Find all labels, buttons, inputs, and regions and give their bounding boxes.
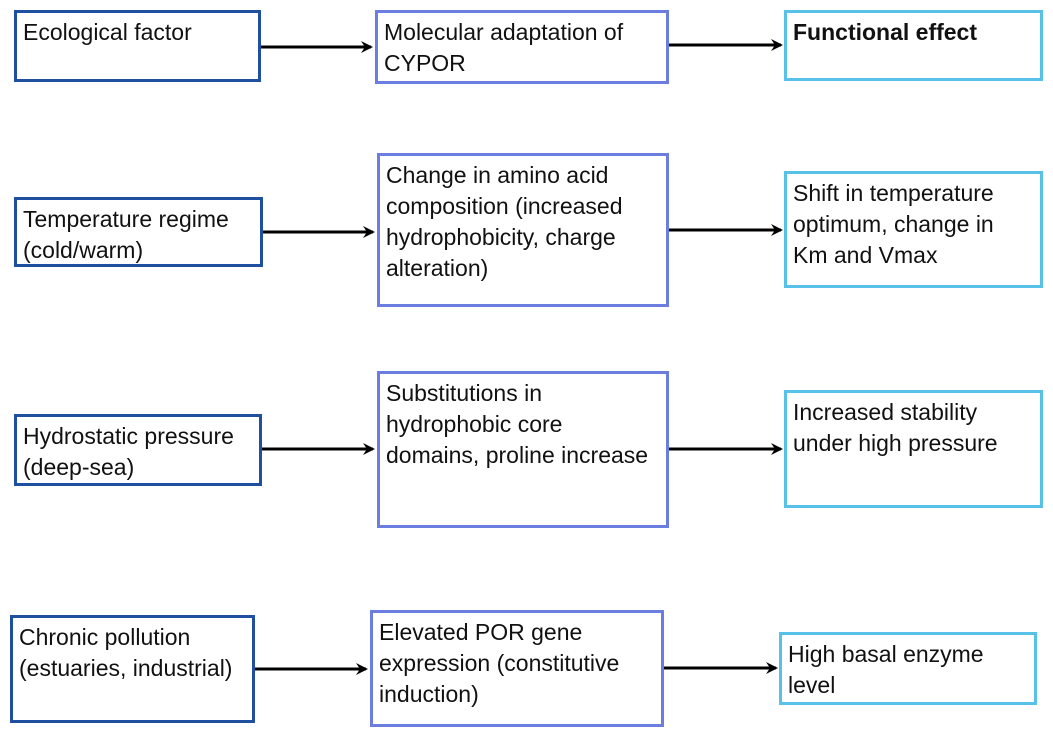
effect-text-2: Shift in temperature optimum, change in … [793,180,994,268]
adaptation-box-2: Change in amino acid composition (increa… [377,153,669,307]
adaptation-text-3: Substitutions in hydrophobic core domain… [386,380,649,468]
adaptation-text-1: Molecular adaptation of CYPOR [384,19,624,76]
factor-box-1: Ecological factor [14,10,261,82]
effect-box-2: Shift in temperature optimum, change in … [784,171,1043,288]
factor-box-3: Hydrostatic pressure (deep-sea) [14,414,262,486]
factor-text-2: Temperature regime (cold/warm) [23,206,229,263]
adaptation-box-4: Elevated POR gene expression (constituti… [370,610,664,727]
factor-text-3: Hydrostatic pressure (deep-sea) [23,423,234,480]
effect-box-1: Functional effect [784,10,1043,81]
effect-box-3: Increased stability under high pressure [784,390,1043,508]
factor-text-4: Chronic pollution (estuaries, industrial… [19,624,233,681]
effect-text-4: High basal enzyme level [788,641,984,698]
effect-text-3: Increased stability under high pressure [793,399,998,456]
adaptation-text-2: Change in amino acid composition (increa… [386,162,623,281]
factor-box-4: Chronic pollution (estuaries, industrial… [10,615,255,723]
effect-text-1: Functional effect [793,19,978,45]
adaptation-box-1: Molecular adaptation of CYPOR [375,10,669,84]
adaptation-box-3: Substitutions in hydrophobic core domain… [377,371,669,528]
adaptation-text-4: Elevated POR gene expression (constituti… [379,619,620,707]
factor-box-2: Temperature regime (cold/warm) [14,197,263,267]
factor-text-1: Ecological factor [23,19,192,45]
effect-box-4: High basal enzyme level [779,632,1037,705]
